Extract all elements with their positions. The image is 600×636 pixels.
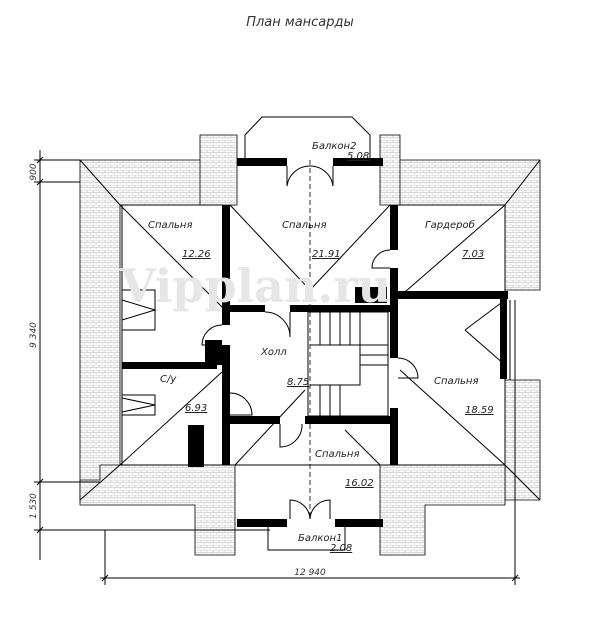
dim-top-offset: 900 [29, 163, 39, 180]
dimension-lines [34, 150, 520, 585]
room-area: 21.91 [312, 249, 341, 260]
room-name: Гардероб [425, 219, 475, 231]
room-area: 6.93 [185, 403, 207, 414]
dim-width: 12 940 [294, 568, 326, 578]
plan-title: План мансарды [246, 15, 354, 30]
room-name: Спальня [434, 376, 479, 387]
balcony2-bay [244, 116, 371, 160]
staircase [307, 311, 389, 417]
dim-height: 9 340 [29, 322, 39, 348]
room-area: 5.08 [347, 151, 369, 162]
roof-ridges [119, 160, 506, 520]
doors [201, 165, 419, 520]
room-name: Спальня [315, 449, 360, 460]
windows [121, 289, 511, 551]
dim-bottom-offset: 1 530 [29, 493, 39, 519]
room-area: 12.26 [182, 249, 211, 260]
room-area: 16.02 [345, 478, 374, 489]
room-area: 7.03 [462, 249, 484, 260]
room-name: Спальня [148, 220, 193, 231]
walls [120, 158, 508, 527]
watermark: Vipplan.ru [119, 259, 391, 313]
room-name: Спальня [282, 220, 327, 231]
room-name: Балкон2 [312, 141, 356, 152]
room-name: Балкон1 [298, 533, 342, 544]
roof-outline [79, 134, 541, 556]
room-name: С/у [160, 374, 177, 385]
room-area: 8.75 [287, 377, 309, 388]
room-area: 18.59 [465, 405, 494, 416]
room-area: 2.08 [330, 543, 352, 554]
room-name: Холл [260, 347, 287, 358]
